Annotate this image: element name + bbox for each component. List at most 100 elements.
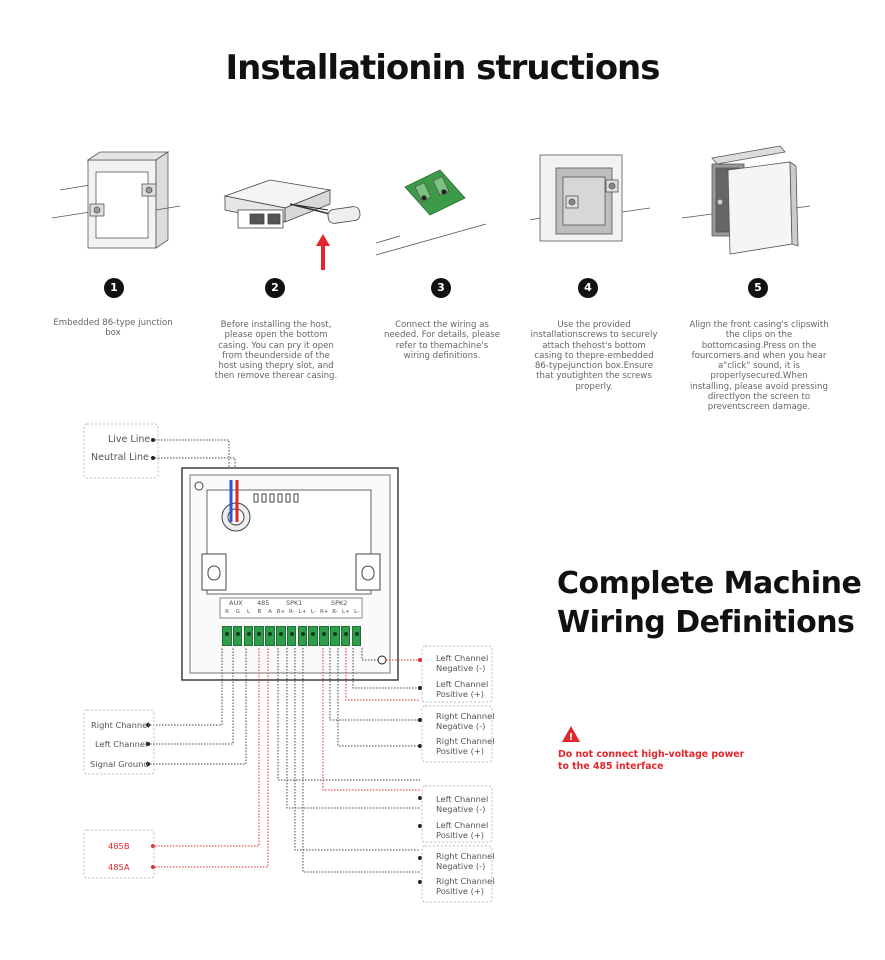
- step-number-2: 2: [265, 278, 285, 298]
- warning-text: Do not connect high-voltage power to the…: [558, 749, 745, 772]
- terminal-pin-label: R+: [276, 609, 286, 615]
- step-text-2: Before installing the host, please open …: [214, 320, 338, 382]
- terminal-connector: [265, 626, 275, 646]
- right-label-5: Left Channel Negative (-): [436, 794, 488, 814]
- terminal-screw: [343, 632, 348, 636]
- terminal-group-spk2: SPK2: [331, 599, 348, 607]
- terminal-group-aux: AUX: [229, 599, 243, 607]
- terminal-connector: [232, 626, 243, 646]
- step-number-3: 3: [431, 278, 451, 298]
- step-text-4: Use the provided installationscrews to s…: [530, 320, 658, 392]
- terminal-connector: [351, 626, 362, 646]
- wiring-title: Complete Machine Wiring Definitions: [557, 566, 862, 640]
- device-back-panel: [181, 467, 399, 681]
- step-number-1: 1: [104, 278, 124, 298]
- page-title: Installationin structions: [225, 48, 660, 88]
- terminal-group-485: 485: [257, 599, 270, 607]
- terminal-screw: [268, 632, 273, 636]
- dotted-leaders-dark: [150, 439, 420, 873]
- step-number-5: 5: [748, 278, 768, 298]
- terminal-pin-label: R-: [289, 609, 295, 615]
- leader-dots: [146, 438, 422, 884]
- terminal-pin-label: L-: [310, 609, 316, 615]
- terminal-pin-label: G: [235, 609, 240, 615]
- terminal-connector: [297, 626, 308, 646]
- terminal-connector: [319, 626, 329, 646]
- right-label-3: Right Channel Negative (-): [436, 711, 495, 731]
- mounted-casing-illustration: [529, 154, 651, 242]
- right-label-6: Left Channel Positive (+): [436, 820, 488, 840]
- terminal-pin-label: L+: [298, 609, 307, 615]
- terminal-screw: [300, 632, 305, 636]
- terminal-pin-label: R+: [319, 609, 329, 615]
- right-label-4: Right Channel Positive (+): [436, 736, 495, 756]
- right-label-2-line2: Positive (+): [436, 689, 485, 699]
- terminal-screw: [354, 632, 359, 636]
- right-label-3-line2: Negative (-): [436, 721, 486, 731]
- terminal-screw: [289, 632, 294, 636]
- terminal-connector: [276, 626, 286, 646]
- terminal-connector: [222, 626, 232, 646]
- step-number-4: 4: [578, 278, 598, 298]
- right-label-7: Right Channel Negative (-): [436, 851, 495, 871]
- terminal-connector: [254, 626, 264, 646]
- label-485b: 485B: [108, 841, 130, 851]
- right-label-6-line1: Left Channel: [436, 820, 489, 830]
- terminal-screw: [311, 632, 316, 636]
- label-left-channel: Left Channel: [95, 739, 148, 749]
- terminal-pin-label: A: [268, 609, 273, 615]
- terminal-pin-label: R-: [332, 609, 338, 615]
- terminal-pin-label: L+: [341, 609, 350, 615]
- host-casing-illustration: [223, 179, 361, 229]
- label-485a: 485A: [108, 862, 130, 872]
- power-wires: [229, 480, 239, 522]
- right-label-7-line1: Right Channel: [436, 851, 495, 861]
- terminal-screw: [257, 632, 262, 636]
- label-boxes: [83, 423, 493, 903]
- right-label-7-line2: Negative (-): [436, 861, 486, 871]
- terminal-screw: [246, 632, 251, 636]
- right-label-8-line1: Right Channel: [436, 876, 495, 886]
- right-label-5-line2: Negative (-): [436, 804, 486, 814]
- terminal-screw: [322, 632, 327, 636]
- terminal-connector: [286, 626, 297, 646]
- label-right-channel: Right Channel: [91, 720, 150, 730]
- terminal-connector: [243, 626, 254, 646]
- terminal-screw: [225, 632, 229, 636]
- label-neutral-line: Neutral Line: [91, 452, 149, 463]
- terminal-pin-label: B: [257, 609, 262, 615]
- terminal-pin-label: R: [225, 609, 229, 615]
- right-label-1-line1: Left Channel: [436, 653, 489, 663]
- terminal-connector: [308, 626, 318, 646]
- svg-text:!: !: [569, 732, 574, 743]
- right-label-4-line1: Right Channel: [436, 736, 495, 746]
- step-text-5: Align the front casing's clipswith the c…: [689, 320, 829, 413]
- front-casing-illustration: [681, 145, 811, 255]
- right-label-4-line2: Positive (+): [436, 746, 485, 756]
- terminal-screw: [235, 632, 240, 636]
- label-signal-ground: Signal Ground: [90, 759, 149, 769]
- right-label-3-line1: Right Channel: [436, 711, 495, 721]
- right-label-2-line1: Left Channel: [436, 679, 489, 689]
- terminal-connector: [340, 626, 351, 646]
- step-text-1: Embedded 86-type junction box: [53, 318, 173, 339]
- right-label-6-line2: Positive (+): [436, 830, 485, 840]
- terminal-connector: [330, 626, 340, 646]
- right-label-8: Right Channel Positive (+): [436, 876, 495, 896]
- terminal-group-spk1: SPK1: [286, 599, 303, 607]
- terminal-screw: [279, 632, 283, 636]
- wiring-board-illustration: [375, 169, 487, 256]
- right-label-1-line2: Negative (-): [436, 663, 486, 673]
- pry-arrow-icon: [316, 234, 330, 270]
- terminal-pin-label: L: [247, 609, 251, 615]
- dotted-leaders-red: [155, 648, 420, 868]
- warning-icon: [562, 726, 580, 742]
- pin-marker: [377, 655, 387, 665]
- label-live-line: Live Line: [108, 434, 151, 445]
- junction-box-illustration: [51, 151, 181, 249]
- right-label-5-line1: Left Channel: [436, 794, 489, 804]
- right-label-8-line2: Positive (+): [436, 886, 485, 896]
- step-text-3: Connect the wiring as needed. For detail…: [383, 320, 501, 361]
- terminal-pin-label: L-: [354, 609, 360, 615]
